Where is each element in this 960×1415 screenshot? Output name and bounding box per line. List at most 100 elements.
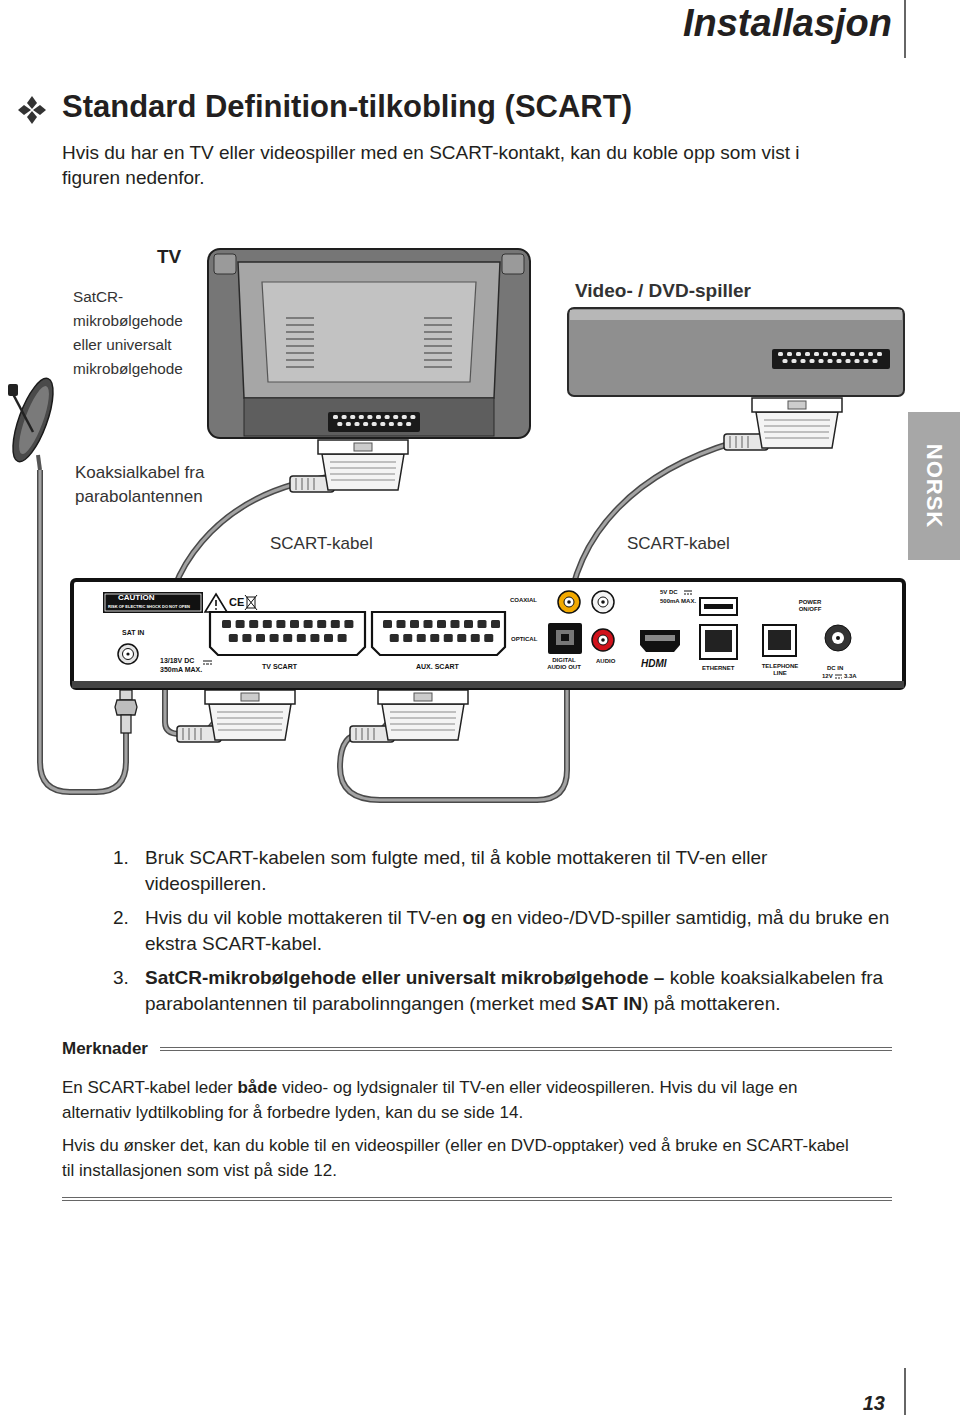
- f-connector-part: [120, 690, 132, 700]
- socket-pin: [290, 620, 299, 628]
- receiver-tv-plug: [177, 690, 295, 742]
- satellite-dish-drawing-part-part: [13, 394, 33, 432]
- port-label: OPTICAL: [511, 636, 537, 643]
- socket-pin: [372, 422, 377, 426]
- cable-label: SCART-kabel: [268, 532, 375, 556]
- satellite-dish: SatCR- mikrobølgehode eller universalt m…: [0, 280, 205, 470]
- device-label: Video- / DVD-spiller: [575, 281, 751, 302]
- socket-pin: [249, 620, 258, 628]
- step-text: Hvis du vil koble mottakeren til TV-enog…: [145, 905, 892, 957]
- running-header: Installasjon: [683, 2, 892, 45]
- body-text: En SCART-kabel leder: [62, 1078, 233, 1097]
- title-ornament-part: [33, 105, 46, 115]
- plugs: [177, 398, 842, 742]
- socket-pin: [297, 634, 306, 642]
- notes-heading-row: Merknader: [62, 1039, 892, 1059]
- receiver-panel-drawing-part-part: [592, 591, 614, 613]
- socket-pin: [276, 620, 285, 628]
- receiver-panel-drawing-part-part: [774, 650, 785, 653]
- step-number: 3.: [113, 965, 145, 1017]
- socket-pin: [430, 634, 439, 642]
- socket-pin: [331, 620, 340, 628]
- instructions-flow: 1.Bruk SCART-kabelen som fulgte med, til…: [62, 845, 892, 1201]
- socket-pin: [805, 352, 810, 356]
- receiver-panel-drawing-part-part: [118, 644, 138, 664]
- dvd-player: Video- / DVD-spiller: [565, 278, 907, 398]
- language-tab: [908, 412, 960, 560]
- socket-pin: [796, 352, 801, 356]
- socket-pin: [778, 352, 783, 356]
- receiver-panel-drawing-part-part: [705, 630, 732, 652]
- receiver-panel-drawing-part-part: [556, 630, 574, 645]
- step-number: 1.: [113, 845, 145, 897]
- receiver-panel-drawing-part-part: [558, 591, 580, 613]
- receiver-panel-drawing-part-part: [704, 604, 733, 609]
- intro-text: Hvis du har en TV eller videospiller med…: [62, 140, 862, 190]
- socket-pin: [819, 359, 824, 363]
- socket-pin: [859, 352, 864, 356]
- tv-back-drawing-part-part: [238, 262, 500, 398]
- receiver-panel-drawing-part-part: [72, 580, 904, 688]
- socket-pin: [324, 634, 333, 642]
- receiver-panel-drawing-part-part: [103, 592, 203, 613]
- note-paragraph: Hvis du ønsker det, kan du koble til en …: [62, 1133, 862, 1183]
- receiver-panel-drawing-part-part: [825, 625, 851, 651]
- receiver-panel-drawing-part-part: [763, 625, 796, 656]
- socket-pin: [873, 359, 878, 363]
- receiver-panel-drawing-part: [72, 580, 904, 688]
- tv-back-drawing-part-part: [328, 412, 420, 432]
- port-label: AUX. SCART: [416, 663, 459, 671]
- socket-pin: [222, 620, 231, 628]
- socket-pin: [350, 415, 355, 419]
- bold-text: og: [463, 907, 486, 928]
- socket-pin: [417, 634, 426, 642]
- socket-pin: [380, 422, 385, 426]
- device-label: SatCR- mikrobølgehode eller universalt m…: [73, 285, 205, 381]
- language-tab-label: NORSK: [921, 444, 947, 528]
- body-text: ) på mottakeren.: [642, 993, 780, 1014]
- socket-pins: [778, 352, 882, 363]
- socket-pin: [359, 415, 364, 419]
- rating-label: 500mA MAX.: [660, 598, 696, 605]
- rating-label: 5V DC: [660, 589, 678, 596]
- receiver-panel-drawing-part-part: [598, 635, 608, 645]
- receiver-panel-drawing-part-part: [205, 594, 227, 612]
- socket-pin: [385, 415, 390, 419]
- socket-pin: [342, 415, 347, 419]
- ce-mark: CE: [229, 596, 244, 608]
- step-item: 1.Bruk SCART-kabelen som fulgte med, til…: [113, 845, 892, 897]
- socket-pin: [424, 620, 433, 628]
- port-label: COAXIAL: [510, 597, 537, 604]
- receiver-panel-drawing-part-part: [210, 612, 365, 655]
- step-item: 3.SatCR-mikrobølgehode eller universalt …: [113, 965, 892, 1017]
- socket-pin: [389, 422, 394, 426]
- socket-pin: [783, 359, 788, 363]
- port-label: TELEPHONE LINE: [758, 663, 802, 676]
- tv-back-drawing-part-part: [244, 398, 494, 436]
- receiver-panel-drawing-part-part: [700, 625, 737, 659]
- socket-pin: [787, 352, 792, 356]
- note-paragraph: En SCART-kabel lederbådevideo- og lydsig…: [62, 1075, 862, 1125]
- port-label: POWER ON/OFF: [795, 599, 825, 612]
- socket-pin: [471, 634, 480, 642]
- receiver-panel-drawing-part-part: [215, 600, 217, 606]
- page-rules: [904, 0, 906, 1415]
- socket-pin: [457, 634, 466, 642]
- socket-pins: [333, 415, 415, 426]
- receiver-panel-drawing-part-part: [684, 591, 692, 594]
- cable-label: SCART-kabel: [625, 532, 732, 556]
- receiver-panel-drawing-part-part: [105, 594, 201, 611]
- port-label: AUDIO: [596, 658, 615, 665]
- receiver-panel-drawing-part-part: [203, 661, 212, 664]
- satellite-dish-drawing-part-part: [13, 383, 55, 457]
- receiver-panel-drawing-part-part: [561, 634, 569, 641]
- socket-pin: [310, 634, 319, 642]
- socket-pin: [397, 620, 406, 628]
- socket-pin: [451, 620, 460, 628]
- warning-title: CAUTION: [118, 594, 154, 603]
- receiver-panel-drawing-part-part: [564, 597, 574, 607]
- step-text: Bruk SCART-kabelen som fulgte med, til å…: [145, 845, 892, 897]
- f-connector-part: [121, 715, 131, 733]
- socket-pin: [850, 352, 855, 356]
